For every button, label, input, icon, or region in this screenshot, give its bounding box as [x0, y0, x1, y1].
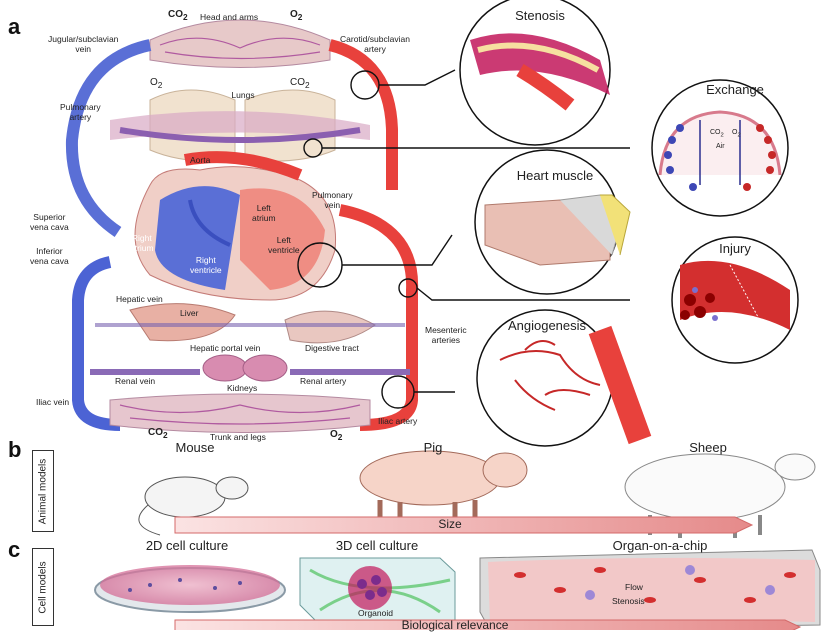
size-arrow	[175, 517, 752, 533]
size-axis-label: Size	[438, 517, 461, 531]
culture-2d-label: 2D cell culture	[146, 538, 228, 553]
pig-drawing	[360, 451, 527, 520]
abdomen-organs	[95, 304, 405, 343]
renal-artery-label: Renal artery	[300, 376, 346, 386]
o2-bottom-label: O2	[330, 430, 342, 442]
jugular-label: Jugular/subclavian vein	[48, 34, 118, 54]
angiogenesis-title: Angiogenesis	[508, 318, 586, 333]
hepatic-vein-label: Hepatic vein	[116, 294, 163, 304]
flow-label: Flow	[625, 582, 643, 592]
right-atrium-label: Right atrium	[130, 233, 154, 253]
heart	[135, 157, 336, 300]
o2-top-label: O2	[290, 10, 302, 22]
superior-vena-cava-label: Superior vena cava	[30, 212, 69, 232]
exchange-o2-label: O2	[732, 128, 741, 140]
mouse-label: Mouse	[175, 440, 214, 455]
mesenteric-arteries-label: Mesenteric arteries	[425, 325, 467, 345]
inferior-vena-cava-label: Inferior vena cava	[30, 246, 69, 266]
liver-label: Liver	[180, 308, 198, 318]
pulmonary-vein-label: Pulmonary vein	[312, 190, 353, 210]
sheep-label: Sheep	[689, 440, 727, 455]
lungs-label: Lungs	[231, 90, 254, 100]
stenosis-title: Stenosis	[515, 8, 565, 23]
head-and-arms-label: Head and arms	[200, 12, 258, 22]
organ-on-chip	[480, 550, 820, 630]
hepatic-portal-vein-label: Hepatic portal vein	[190, 343, 260, 353]
iliac-artery-label: Iliac artery	[378, 416, 417, 426]
injury-title: Injury	[719, 241, 751, 256]
culture-2d-dish	[95, 565, 285, 612]
trunk-and-legs-label: Trunk and legs	[210, 432, 266, 442]
carotid-label: Carotid/subclavian artery	[340, 34, 410, 54]
organoid-label: Organoid	[358, 608, 393, 618]
left-atrium-label: Left atrium	[252, 203, 276, 223]
co2-bottom-label: CO2	[148, 428, 168, 440]
chip-stenosis-label: Stenosis	[612, 596, 645, 606]
pig-label: Pig	[424, 440, 443, 455]
lungs-co2-label: CO2	[290, 78, 310, 90]
kidneys-label: Kidneys	[227, 383, 257, 393]
iliac-vein-label: Iliac vein	[36, 397, 69, 407]
digestive-tract-label: Digestive tract	[305, 343, 359, 353]
renal-vein-label: Renal vein	[115, 376, 155, 386]
heart-muscle-title: Heart muscle	[517, 168, 594, 183]
exchange-title: Exchange	[706, 82, 764, 97]
co2-top-label: CO2	[168, 10, 188, 22]
systemic-arteries	[330, 45, 412, 425]
left-ventricle-label: Left ventricle	[268, 235, 300, 255]
cell-models-side-label: Cell models	[32, 548, 54, 626]
exchange-co2-label: CO2	[710, 128, 724, 140]
right-ventricle-label: Right ventricle	[190, 255, 222, 275]
head-capillary-bed	[150, 20, 330, 68]
lungs-o2-label: O2	[150, 78, 162, 90]
pulmonary-artery-label: Pulmonary artery	[60, 102, 101, 122]
lungs	[110, 90, 370, 161]
culture-3d-label: 3D cell culture	[336, 538, 418, 553]
aorta-label: Aorta	[190, 155, 210, 165]
exchange-air-label: Air	[716, 142, 725, 152]
animal-models-side-label: Animal models	[32, 450, 54, 532]
organ-on-chip-label: Organ-on-a-chip	[613, 538, 708, 553]
